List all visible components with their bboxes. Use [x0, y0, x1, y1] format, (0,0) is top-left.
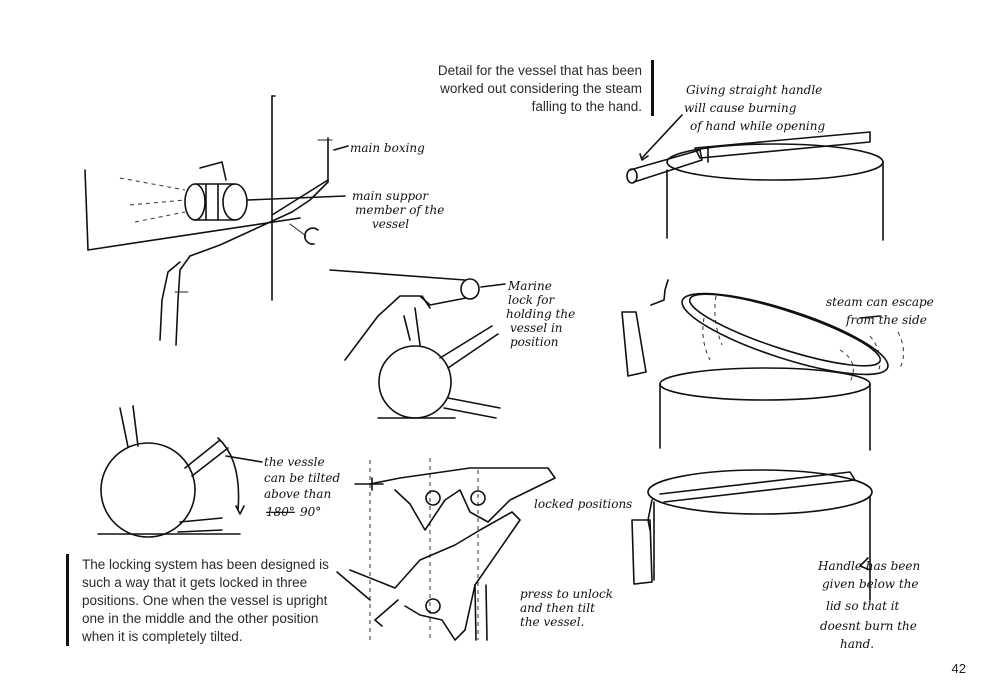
- marine-lock-sketch: [329, 269, 506, 419]
- note-unlock-1: press to unlock: [520, 587, 613, 601]
- main-boxing-sketch: [84, 95, 349, 346]
- top-caption: Detail for the vessel that has been work…: [437, 63, 642, 114]
- locking-mechanism-sketch: [336, 458, 556, 641]
- note-marine-3: holding the: [506, 307, 575, 321]
- tilt-sketch: [97, 405, 263, 538]
- note-tilt-2: can be tilted: [264, 471, 340, 485]
- note-marine-2: lock for: [508, 293, 556, 307]
- handle-below-lid-sketch: [631, 469, 873, 601]
- straight-handle-sketch: [626, 114, 884, 241]
- bottom-caption-bar: [66, 554, 69, 646]
- note-handle-5: hand.: [840, 637, 874, 651]
- note-tilt-4-struck: 180°: [266, 505, 295, 519]
- note-tilt-3: above than: [264, 487, 331, 501]
- note-tilt-1: the vessle: [264, 455, 325, 469]
- note-handle-3: lid so that it: [826, 599, 900, 613]
- page-number: 42: [951, 661, 966, 676]
- note-main-support-3: vessel: [372, 217, 409, 231]
- top-caption-bar: [651, 60, 654, 116]
- note-marine-5: position: [510, 335, 559, 349]
- note-unlock-2: and then tilt: [520, 601, 595, 615]
- note-tilt-4: 90°: [300, 505, 321, 519]
- note-handle-4: doesnt burn the: [820, 619, 917, 633]
- note-steam-1: steam can escape: [826, 295, 934, 309]
- note-locked-positions: locked positions: [534, 497, 632, 511]
- note-main-support-1: main suppor: [352, 189, 429, 203]
- note-straight-2: will cause burning: [684, 101, 797, 115]
- steam-escape-sketch: [621, 279, 904, 451]
- note-main-boxing: main boxing: [350, 141, 425, 155]
- note-main-support-2: member of the: [355, 203, 444, 217]
- note-straight-3: of hand while opening: [690, 119, 825, 133]
- note-unlock-3: the vessel.: [520, 615, 584, 629]
- note-straight-1: Giving straight handle: [686, 83, 822, 97]
- note-handle-1: Handle has been: [817, 559, 920, 573]
- handwritten-notes: main boxing main suppor member of the ve…: [264, 83, 934, 651]
- note-steam-2: from the side: [845, 313, 927, 327]
- note-marine-1: Marine: [507, 279, 552, 293]
- note-marine-4: vessel in: [510, 321, 563, 335]
- note-handle-2: given below the: [822, 577, 919, 591]
- bottom-caption: The locking system has been designed is …: [82, 557, 329, 644]
